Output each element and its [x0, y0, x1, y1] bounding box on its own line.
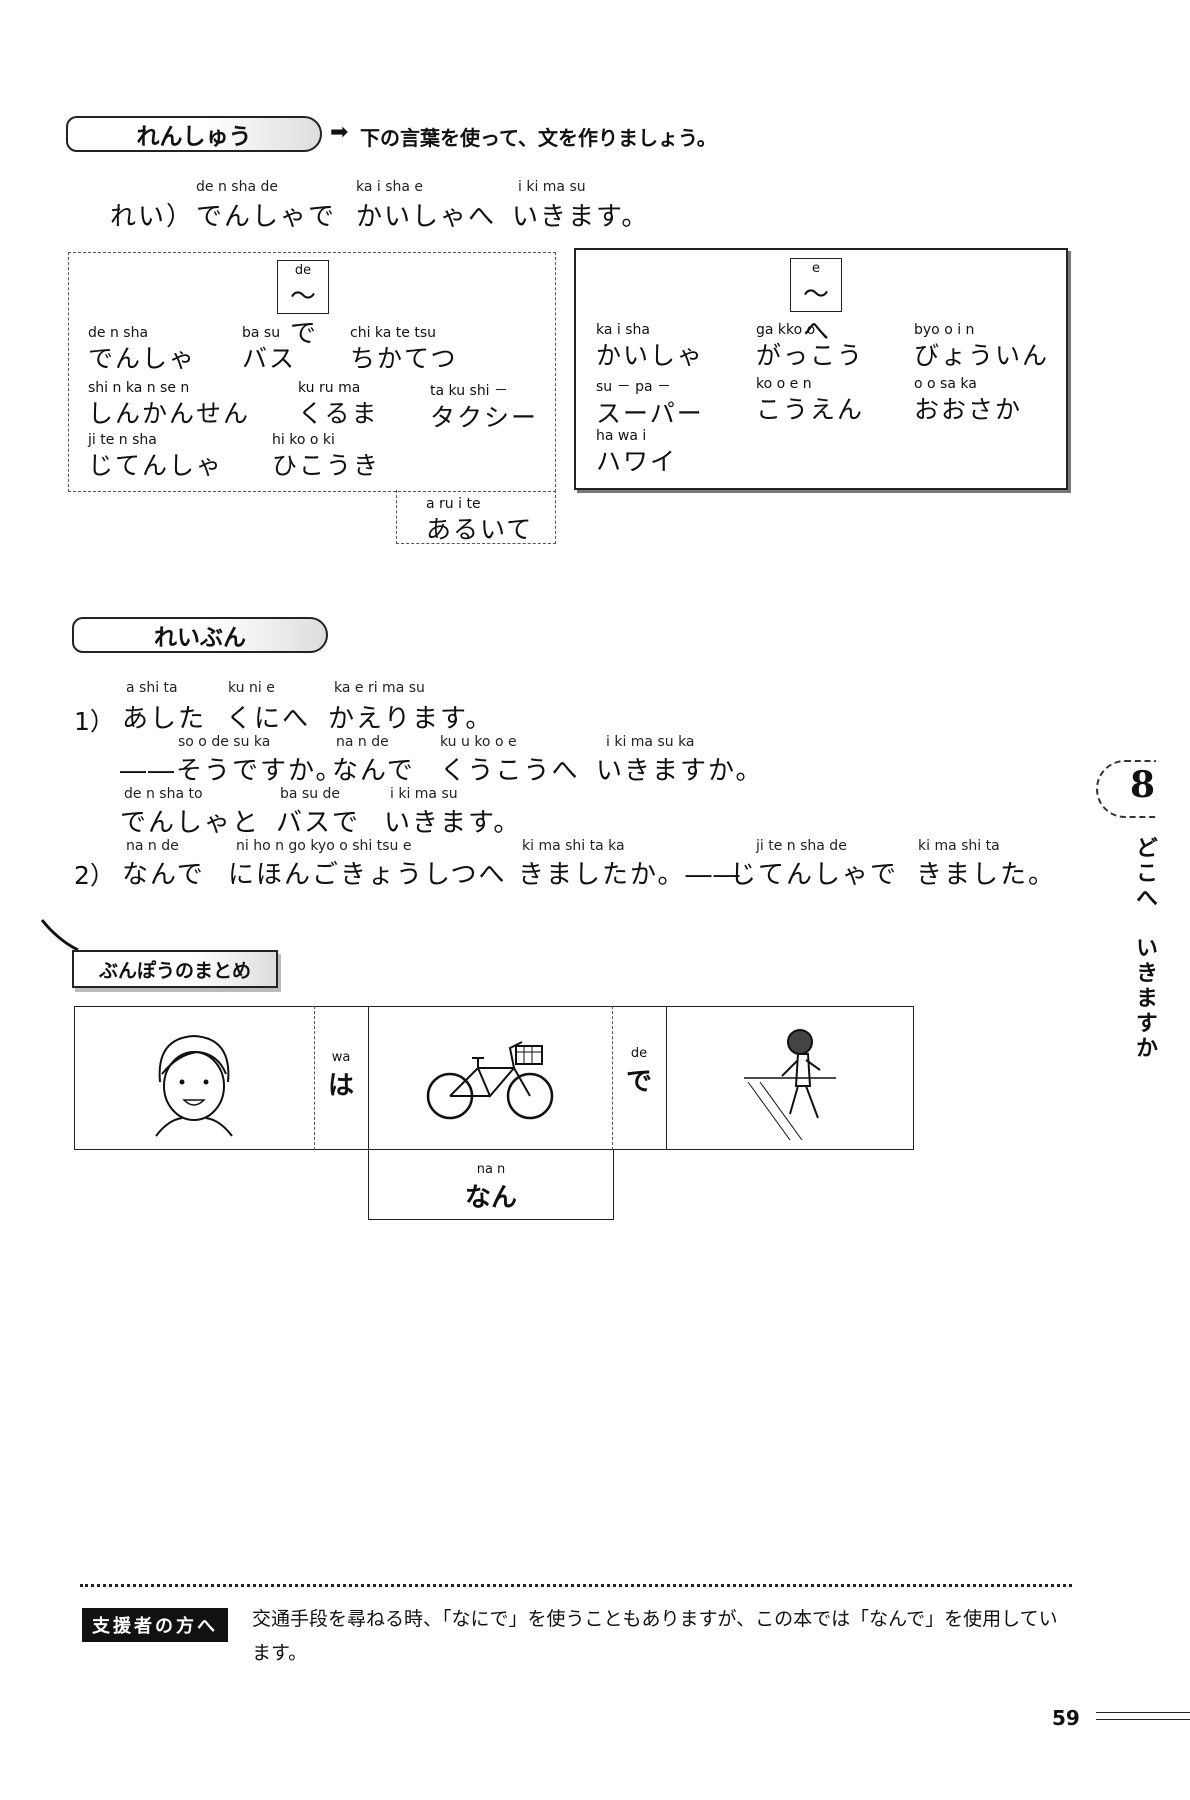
reibun-3-romaji-2: ba su de	[280, 786, 341, 802]
reibun-num-2: 2）	[74, 861, 115, 890]
reibun-3-romaji-3: i ki ma su	[390, 786, 458, 802]
grid-divider-3	[612, 1006, 613, 1150]
reibun-1-romaji-2: ku ni e	[228, 680, 275, 696]
e-particle-card: e ～へ	[790, 258, 842, 347]
page-number-rule	[1096, 1712, 1190, 1720]
reibun-1-romaji-3: ka e ri ma su	[334, 680, 425, 696]
reibun-3-kana-2: バスで	[276, 808, 361, 838]
chapter-tab-frame	[1096, 760, 1156, 818]
de-particle-card: de ～で	[277, 260, 329, 349]
grid-divider-2	[368, 1006, 369, 1150]
reibun-title: れいぶん	[72, 617, 328, 653]
reibun-3-kana-3: いきます。	[384, 808, 522, 838]
example-prefix: れい）	[110, 202, 195, 232]
reibun-1-kana-2: くにへ	[226, 704, 311, 734]
dotted-divider	[80, 1584, 1072, 1587]
bicycle-icon	[426, 1041, 554, 1120]
example-kana-3: いきます。	[512, 202, 650, 232]
support-text: 交通手段を尋ねる時、「なにで」を使うこともありますが、この本では「なんで」を使用…	[252, 1608, 1058, 1664]
example-kana-1: でんしゃで	[196, 202, 337, 232]
grid-divider-4	[666, 1006, 667, 1150]
reibun-1-kana-1: あした	[122, 704, 207, 734]
renshuu-title: れんしゅう	[66, 116, 322, 152]
reibun-2-romaji-2: na n de	[336, 734, 389, 750]
e-vocab-box	[574, 248, 1068, 490]
reibun-4-kana-5: きました。	[916, 860, 1057, 890]
reibun-2-romaji-1: so o de su ka	[178, 734, 271, 750]
reibun-4-romaji-2: ni ho n go kyo o shi tsu e	[236, 838, 412, 854]
example-romaji-1: de n sha de	[196, 179, 278, 195]
reibun-4-romaji-4: ji te n sha de	[756, 838, 847, 854]
reibun-4-romaji-3: ki ma shi ta ka	[522, 838, 625, 854]
nan-card: na n なん	[368, 1150, 614, 1220]
renshuu-instruction: 下の言葉を使って、文を作りましょう。	[360, 126, 717, 150]
reibun-2-romaji-3: ku u ko o e	[440, 734, 517, 750]
walking-person-icon	[744, 1029, 836, 1140]
chapter-number: 8	[1130, 764, 1156, 806]
de-vocab-extra-box	[396, 490, 556, 544]
de-particle: de で	[625, 1046, 652, 1097]
support-label: 支援者の方へ	[82, 1608, 228, 1642]
example-romaji-2: ka i sha e	[356, 179, 424, 195]
reibun-4-romaji-5: ki ma shi ta	[918, 838, 1000, 854]
reibun-4-kana-1: なんで	[122, 860, 205, 890]
arrow-right-icon: ➡	[330, 120, 349, 145]
page-number: 59	[1052, 1706, 1080, 1730]
e-word-4: su － pa －スーパー	[596, 379, 704, 428]
bunpou-title: ぶんぽうのまとめ	[72, 950, 278, 988]
reibun-1-kana-3: かえります。	[328, 704, 494, 734]
wa-particle: wa は	[327, 1050, 354, 1101]
de-vocab-box	[68, 252, 556, 492]
example-kana-2: かいしゃへ	[356, 202, 497, 232]
reibun-4-kana-4: じてんしゃで	[730, 860, 899, 890]
reibun-4-kana-3: きましたか。――	[518, 860, 742, 890]
reibun-2-kana-1: ――そうですか。	[120, 756, 344, 786]
reibun-num-1: 1）	[74, 707, 115, 736]
reibun-3-romaji-1: de n sha to	[124, 786, 203, 802]
reibun-4-kana-2: にほんごきょうしつへ	[228, 860, 507, 890]
reibun-2-kana-4: いきますか。	[596, 756, 764, 786]
chapter-title-vertical: どこへ いきますか	[1132, 836, 1157, 1061]
reibun-4-romaji-1: na n de	[126, 838, 179, 854]
reibun-2-romaji-4: i ki ma su ka	[606, 734, 695, 750]
reibun-1-romaji-1: a shi ta	[126, 680, 178, 696]
grid-divider-1	[314, 1006, 315, 1150]
grammar-grid	[74, 1006, 914, 1150]
reibun-2-kana-3: くうこうへ	[440, 756, 580, 786]
reibun-3-kana-1: でんしゃと	[120, 808, 261, 838]
person-face-icon	[155, 1034, 233, 1137]
tag-string-icon	[40, 919, 79, 952]
de-word-6: ta ku shi －タクシー	[430, 383, 539, 432]
reibun-2-kana-2: なんで	[332, 756, 415, 786]
example-romaji-3: i ki ma su	[518, 179, 586, 195]
